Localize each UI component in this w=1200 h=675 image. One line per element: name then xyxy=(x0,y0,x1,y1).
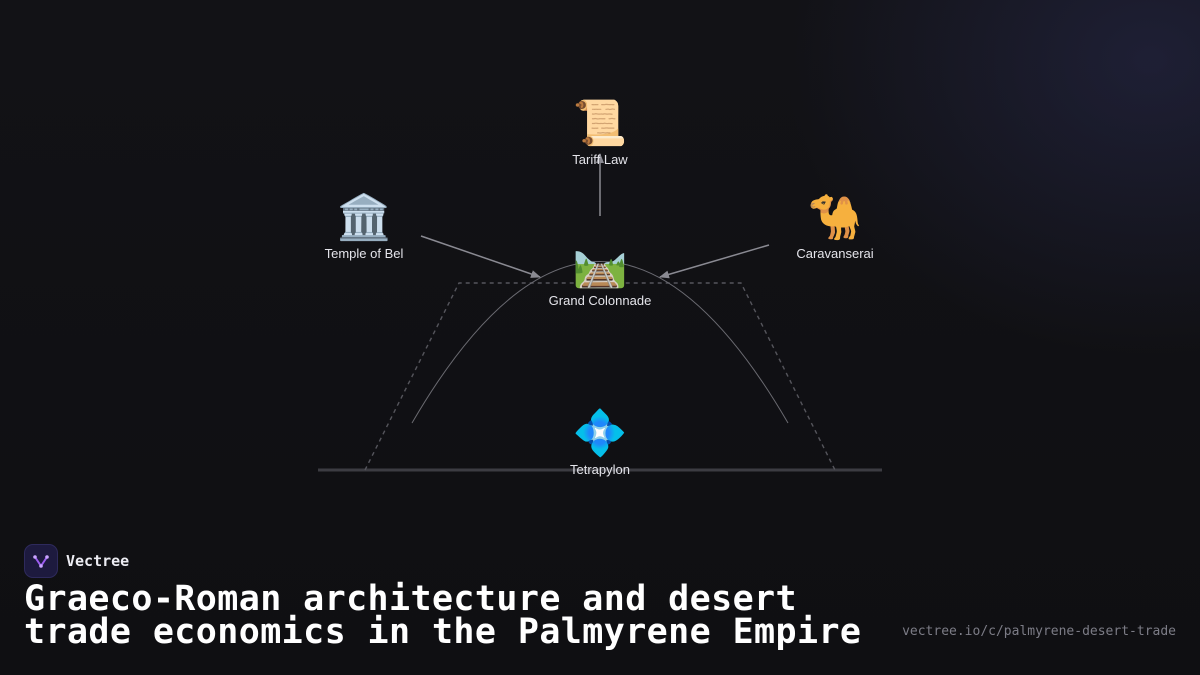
node-temple-of-bel[interactable]: 🏛️ Temple of Bel xyxy=(284,192,444,261)
trapezoid-outline xyxy=(364,282,836,471)
classical-building-icon: 🏛️ xyxy=(336,192,392,243)
node-tetrapylon[interactable]: 💠 Tetrapylon xyxy=(520,408,680,477)
brand-name: Vectree xyxy=(66,552,130,570)
scroll-icon: 📜 xyxy=(572,98,628,149)
camel-icon: 🐪 xyxy=(807,192,863,243)
edge-temple-to-colonnade xyxy=(420,235,541,278)
source-url[interactable]: vectree.io/c/palmyrene-desert-trade xyxy=(902,624,1176,639)
diamond-dot-icon: 💠 xyxy=(572,408,628,459)
node-label: Temple of Bel xyxy=(324,246,404,261)
vectree-logo-icon xyxy=(24,544,58,578)
railway-track-icon: 🛤️ xyxy=(572,239,628,290)
edge-caravanserai-to-colonnade xyxy=(659,244,770,279)
node-label: Grand Colonnade xyxy=(548,293,652,308)
node-tariff-law[interactable]: 📜 Tariff Law xyxy=(520,98,680,167)
node-label: Tariff Law xyxy=(572,152,628,167)
brand[interactable]: Vectree xyxy=(24,544,129,578)
arch-curve xyxy=(411,261,789,424)
node-label: Caravanserai xyxy=(796,246,874,261)
node-grand-colonnade[interactable]: 🛤️ Grand Colonnade xyxy=(520,239,680,308)
page-title: Graeco-Roman architecture and desert tra… xyxy=(24,579,862,652)
node-label: Tetrapylon xyxy=(570,462,630,477)
logo-glyph xyxy=(33,555,49,568)
node-caravanserai[interactable]: 🐪 Caravanserai xyxy=(755,192,915,261)
